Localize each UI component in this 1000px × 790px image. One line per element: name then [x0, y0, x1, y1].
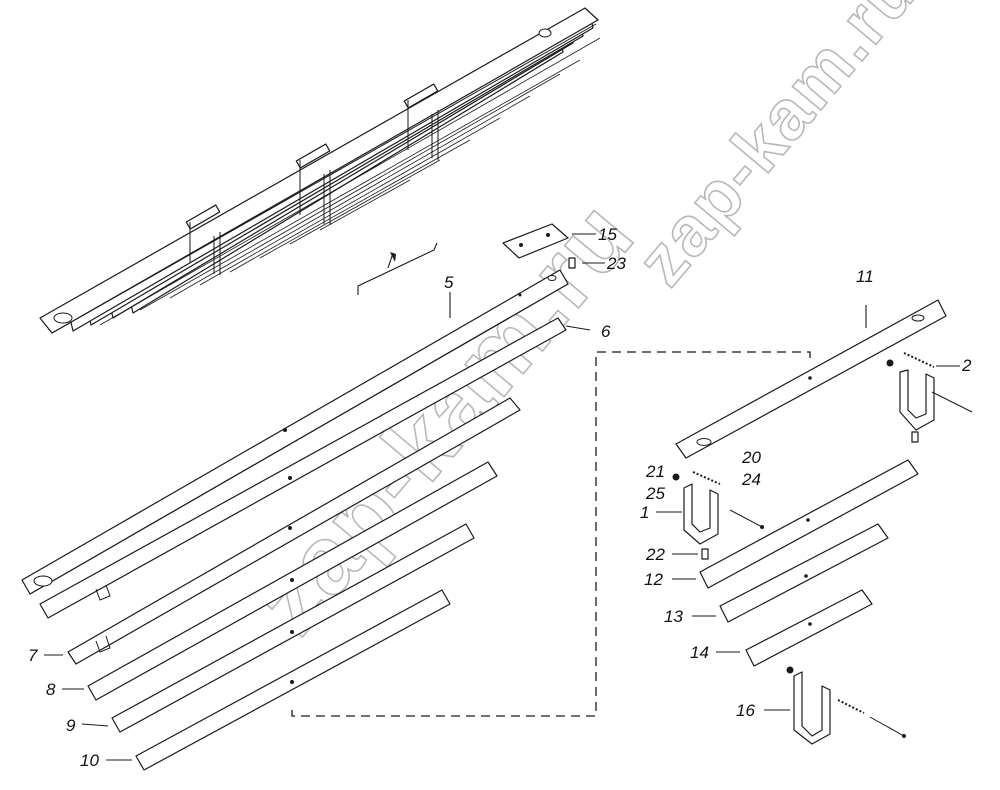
- leaf-14: [716, 589, 873, 667]
- spring-clamp-right: [403, 83, 439, 160]
- spring-clamp-middle: [295, 143, 331, 225]
- label-part-25: 25: [645, 484, 665, 503]
- part-23-rivet: [568, 257, 605, 269]
- part-16-clip-assembly: [764, 666, 906, 745]
- label-part-15: 15: [598, 225, 617, 244]
- part-number-labels: 15 23 5 6 7 8 9 10 11 2 20 21 24 25 1 22…: [28, 225, 972, 770]
- label-part-24: 24: [741, 470, 761, 489]
- leaf-6: [39, 317, 591, 619]
- leaf-13: [692, 523, 889, 623]
- leaf-7: [44, 397, 521, 665]
- leaf-5: [21, 269, 569, 595]
- label-part-5: 5: [444, 273, 454, 292]
- part-15-pad: [502, 223, 596, 259]
- label-part-9: 9: [66, 716, 76, 735]
- front-eye-hole: [53, 312, 73, 324]
- label-part-8: 8: [46, 680, 56, 699]
- direction-arrow: [357, 242, 438, 295]
- leaf-steps: [99, 37, 601, 326]
- label-part-12: 12: [644, 570, 663, 589]
- part-2-bolt-assembly: [886, 352, 973, 443]
- label-part-21: 21: [645, 462, 665, 481]
- leaf-9: [81, 523, 475, 733]
- leaf-12: [672, 459, 919, 589]
- spring-clamp-left: [185, 204, 221, 275]
- watermark-secondary: zap-kam.ru: [622, 0, 932, 300]
- group-boundary-dashed: [291, 351, 811, 717]
- leaf-10: [106, 589, 451, 771]
- label-part-6: 6: [601, 322, 611, 341]
- label-part-20: 20: [741, 448, 761, 467]
- assembled-leaf-spring: [39, 7, 601, 334]
- label-part-23: 23: [606, 254, 626, 273]
- label-part-11: 11: [856, 267, 874, 286]
- label-part-14: 14: [690, 643, 709, 662]
- label-part-13: 13: [664, 607, 683, 626]
- part-1-clip-assembly: [656, 471, 765, 560]
- label-part-10: 10: [80, 751, 99, 770]
- leaf-11: [675, 299, 947, 459]
- label-part-7: 7: [28, 646, 38, 665]
- rear-eye-hole: [538, 28, 552, 38]
- leaf-8: [62, 461, 498, 701]
- label-part-2: 2: [961, 356, 972, 375]
- label-part-22: 22: [645, 545, 665, 564]
- label-part-1: 1: [640, 503, 649, 522]
- label-part-16: 16: [736, 701, 755, 720]
